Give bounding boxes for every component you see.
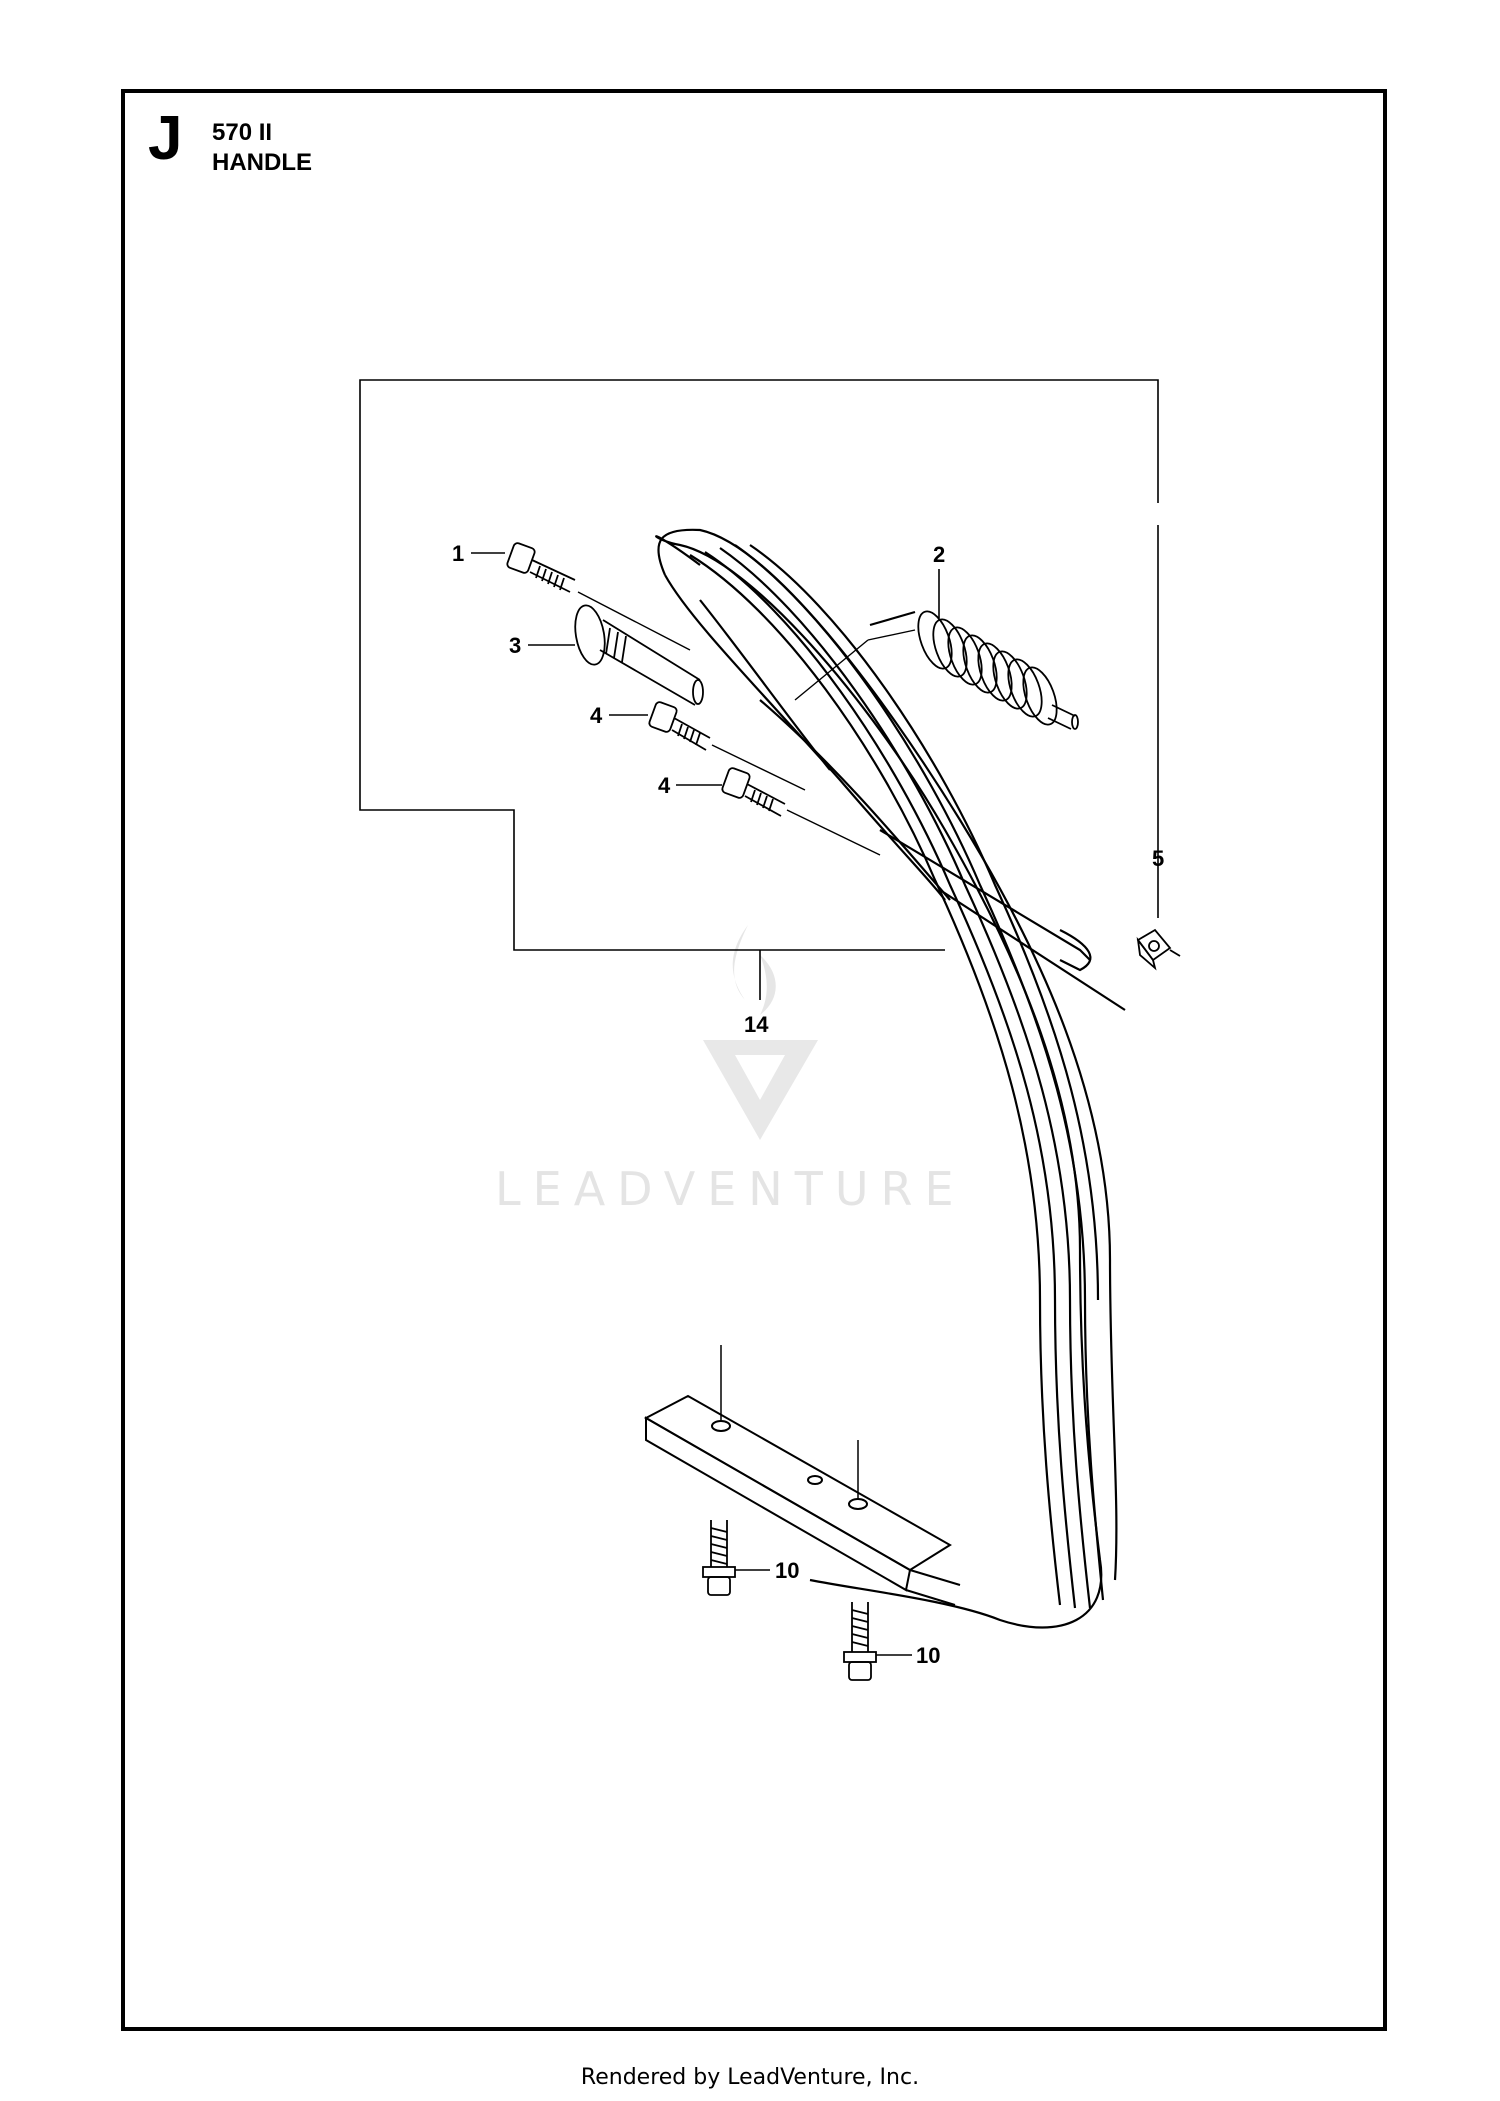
part-10-bolt-right (843, 1602, 912, 1681)
part-5-nut (1136, 928, 1181, 971)
callout-1: 1 (452, 541, 464, 566)
callout-10-left: 10 (775, 1558, 799, 1583)
assembly-bracket (359, 379, 1159, 951)
footer-credit: Rendered by LeadVenture, Inc. (580, 2065, 920, 2090)
part-4-bolt-lower (721, 767, 881, 856)
section-letter: J (148, 104, 183, 173)
callout-3: 3 (509, 633, 521, 658)
part-4-bolt-upper (648, 701, 806, 791)
part-3-bolt-washer (574, 604, 704, 706)
part-1-bolt (506, 542, 691, 651)
model-number: 570 II (212, 119, 273, 146)
callout-5: 5 (1152, 846, 1164, 871)
watermark-text: LEADVENTURE (495, 1162, 966, 1216)
page-title: HANDLE (212, 149, 312, 176)
part-2-spring (794, 610, 1079, 730)
diagram-frame (121, 89, 1387, 2031)
callout-14: 14 (744, 1012, 769, 1037)
callout-4-lower: 4 (658, 773, 671, 798)
callout-4-upper: 4 (590, 703, 603, 728)
handle-bar (655, 528, 1126, 1629)
callout-10-right: 10 (916, 1643, 940, 1668)
watermark-v-logo-icon (703, 1040, 818, 1140)
callouts: 1 2 3 4 4 5 14 10 10 (452, 541, 1164, 1668)
callout-2: 2 (933, 542, 945, 567)
base-plate (643, 1345, 961, 1606)
watermark-flame-icon (732, 925, 776, 1015)
callout-leaders (471, 552, 940, 1000)
watermark: LEADVENTURE (495, 925, 966, 1216)
part-10-bolt-left (702, 1520, 770, 1596)
